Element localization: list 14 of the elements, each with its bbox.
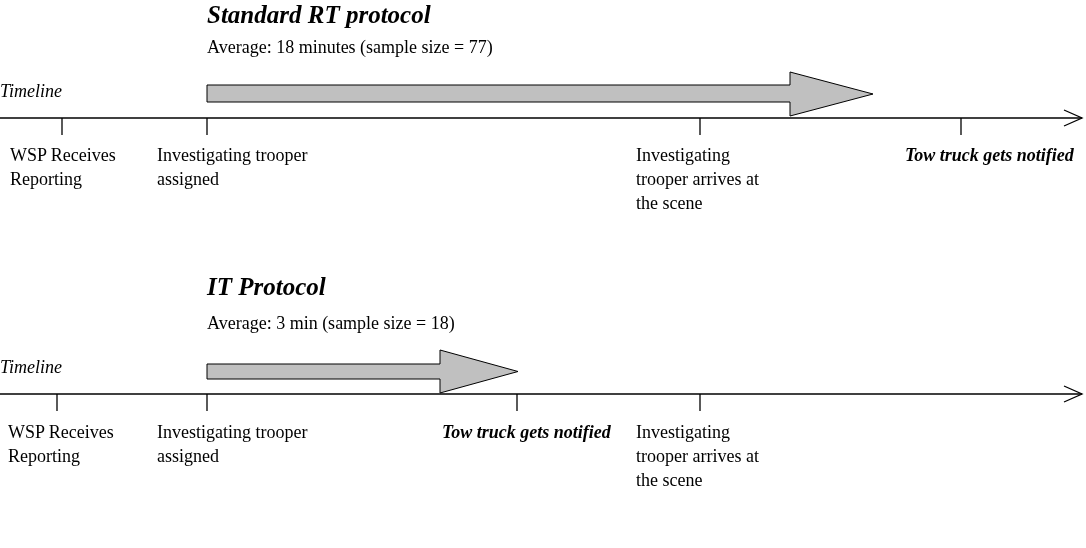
timeline-label: Timeline xyxy=(0,80,63,102)
event-label: Tow truck gets notified xyxy=(442,421,612,444)
protocol-title: Standard RT protocol xyxy=(207,0,432,30)
event-label: Investigating trooper assigned xyxy=(157,421,309,468)
average-note: Average: 18 minutes (sample size = 77) xyxy=(207,36,494,58)
event-label: WSP Receives Reporting xyxy=(8,421,115,468)
average-note: Average: 3 min (sample size = 18) xyxy=(207,312,456,334)
protocol-title: IT Protocol xyxy=(207,272,327,302)
event-label: Tow truck gets notified xyxy=(905,144,1075,167)
event-label: Investigating trooper arrives at the scene xyxy=(636,421,760,492)
event-label: Investigating trooper arrives at the scene xyxy=(636,144,760,215)
timeline-label: Timeline xyxy=(0,356,63,378)
event-label: WSP Receives Reporting xyxy=(10,144,117,191)
event-label: Investigating trooper assigned xyxy=(157,144,309,191)
